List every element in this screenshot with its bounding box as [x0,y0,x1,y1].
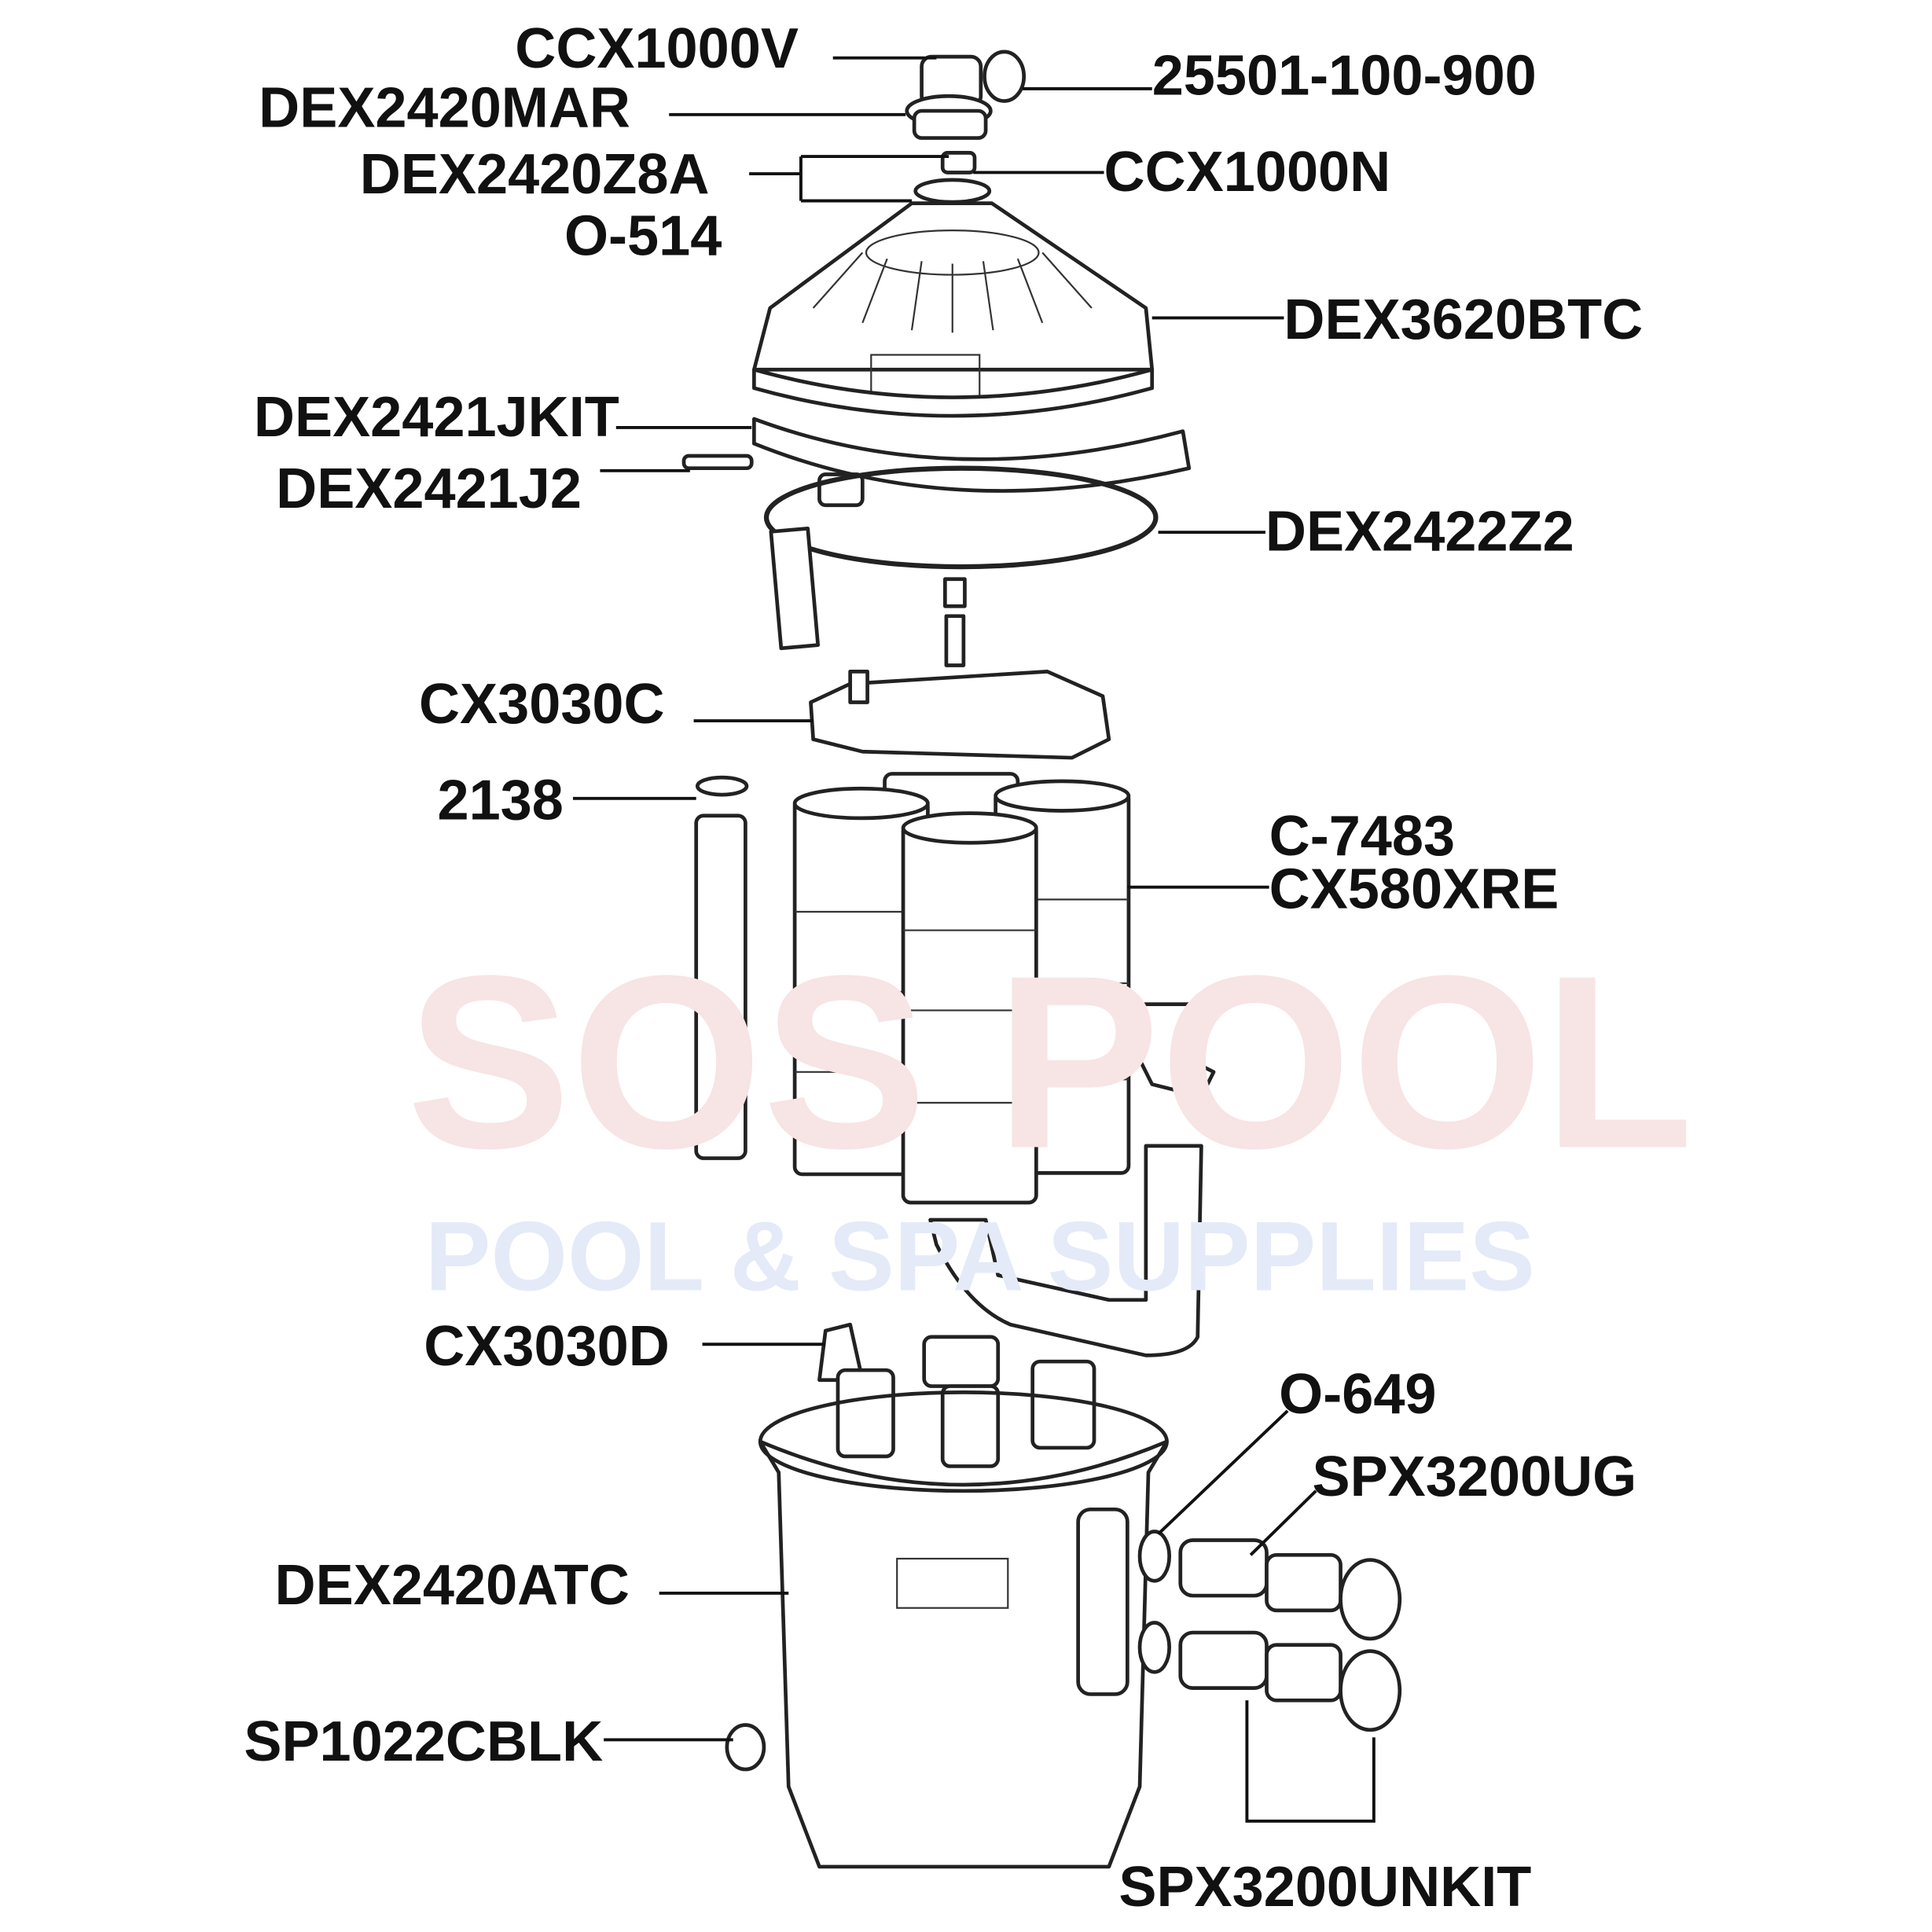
clamp-ring [681,417,1192,508]
lid-o-ring [763,465,1159,651]
label-25501-100-900: 25501-100-900 [1152,45,1537,108]
unions [1137,1530,1402,1732]
label-dex2422z2: DEX2422Z2 [1265,501,1574,564]
label-dex2420mar: DEX2420MAR [259,76,630,139]
label-cx3030d: CX3030D [424,1315,670,1378]
drain-plug [725,1723,766,1772]
label-ccx1000v: CCX1000V [515,17,799,80]
label-dex2421j2: DEX2421J2 [276,457,582,520]
filter-tank [758,1322,1169,1869]
filter-lid [752,178,1155,418]
watermark-brand: SOS POOL [406,924,1694,1199]
label-cx580xre: CX580XRE [1269,858,1559,920]
watermark-tagline: POOL & SPA SUPPLIES [425,1200,1535,1311]
label-dex2421jkit: DEX2421JKIT [254,386,619,449]
label-ccx1000n: CCX1000N [1104,141,1391,204]
cartridge-front [901,811,1038,1205]
label-spx3200ug: SPX3200UG [1312,1445,1636,1508]
label-dex3620btc: DEX3620BTC [1284,288,1643,351]
label-o-514: O-514 [564,204,722,267]
filter-cartridges [792,772,1131,1205]
label-c-7483: C-7483 [1269,805,1455,868]
watermark: SOS POOL POOL & SPA SUPPLIES [406,924,1694,1311]
label-spx3200unkit: SPX3200UNKIT [1118,1856,1531,1919]
pipes [928,1002,1216,1357]
manifold [809,577,1111,760]
label-2138: 2138 [437,769,563,832]
label-o-649: O-649 [1279,1363,1436,1426]
label-dex2420z8a: DEX2420Z8A [360,143,710,206]
air-relief-valve [905,50,1027,174]
air-tube [694,775,749,1160]
label-sp1022cblk: SP1022CBLK [244,1710,603,1773]
label-cx3030c: CX3030C [419,673,665,736]
label-dex2420atc: DEX2420ATC [275,1554,630,1617]
part-labels: CCX1000V 25501-100-900 DEX2420MAR DEX242… [244,17,1643,1919]
leader-lines [572,56,1376,1823]
